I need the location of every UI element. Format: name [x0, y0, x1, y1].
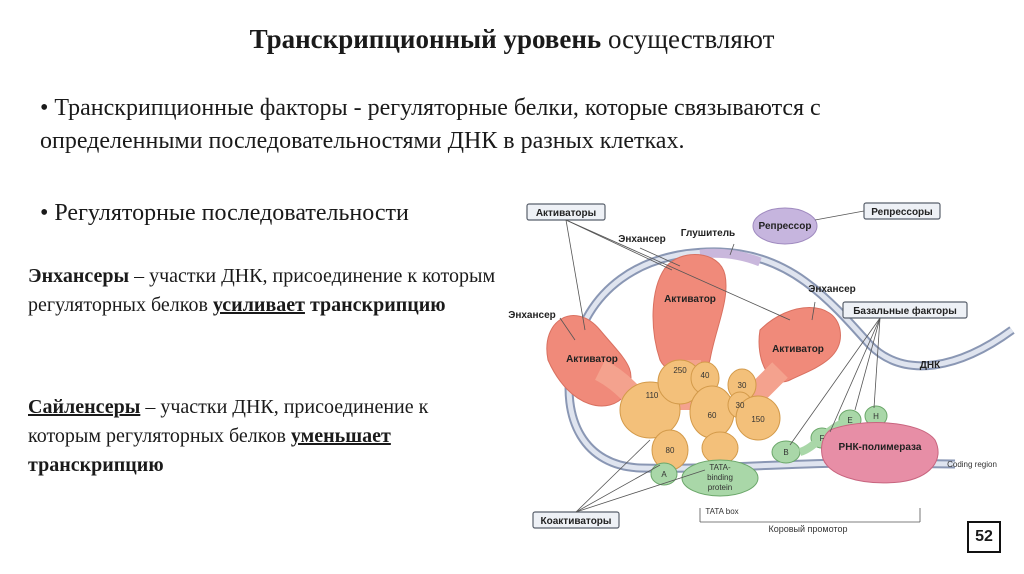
subunit-30b: 30 — [736, 401, 745, 410]
silencer-label: Глушитель — [681, 228, 735, 239]
activator-center-label: Активатор — [664, 294, 716, 305]
repressor-label: Репрессор — [759, 221, 812, 232]
tbp-label-1: TATA- — [709, 463, 731, 472]
enhancer-right-label: Энхансер — [808, 284, 856, 295]
activator-right-label: Активатор — [772, 344, 824, 355]
subunit-30a: 30 — [738, 381, 747, 390]
factor-a-shape — [650, 462, 678, 486]
activators-label: Активаторы — [536, 208, 596, 219]
factor-e-label: E — [847, 416, 852, 425]
factor-a-label: A — [661, 470, 667, 479]
bullet-transcription-factors: • Транскрипционные факторы - регуляторны… — [40, 95, 821, 154]
coactivators-label: Коактиваторы — [541, 516, 612, 527]
transcription-diagram: Активаторы Репрессоры Репрессор Энхансер… — [508, 202, 1015, 534]
basal-factors-label: Базальные факторы — [853, 305, 957, 317]
rna-polymerase-shape — [821, 422, 939, 484]
coding-region-label: Coding region — [947, 460, 997, 469]
slide-title: Транскрипционный уровень осуществляют — [249, 24, 775, 54]
core-promoter-label: Коровый промотор — [769, 524, 848, 534]
basal-factors-box — [842, 301, 968, 319]
bullet-regulatory-sequences: • Регуляторные последовательности — [40, 200, 409, 226]
tbp-label-3: protein — [708, 483, 732, 492]
silencers-definition: Сайленсеры – участки ДНК, присоединение … — [28, 396, 429, 476]
repressors-label: Репрессоры — [871, 207, 932, 218]
subunit-110: 110 — [646, 391, 659, 400]
factor-f-label: F — [820, 434, 825, 443]
enhancer-top-label: Энхансер — [618, 234, 666, 245]
factor-b-label: B — [783, 448, 788, 457]
tbp-label-2: binding — [707, 473, 733, 482]
enhancer-left-label: Энхансер — [508, 310, 556, 321]
tata-binding-protein-shape — [681, 459, 759, 497]
repressor-shape — [752, 207, 818, 245]
tata-box-label: TATA box — [705, 507, 738, 516]
subunit-80: 80 — [666, 446, 675, 455]
factor-h-label: H — [873, 412, 879, 421]
page-number: 52 — [967, 521, 1001, 553]
rna-polymerase-label: РНК-полимераза — [839, 442, 922, 453]
activator-left-label: Активатор — [566, 354, 618, 365]
enhancers-definition: Энхансеры – участки ДНК, присоединение к… — [28, 265, 496, 316]
activator-center-shape — [652, 254, 727, 376]
coactivator-cluster — [619, 359, 781, 471]
subunit-250: 250 — [673, 366, 687, 375]
dna-label: ДНК — [920, 360, 941, 371]
subunit-60: 60 — [708, 411, 717, 420]
subunit-150: 150 — [751, 415, 765, 424]
subunit-40: 40 — [701, 371, 710, 380]
